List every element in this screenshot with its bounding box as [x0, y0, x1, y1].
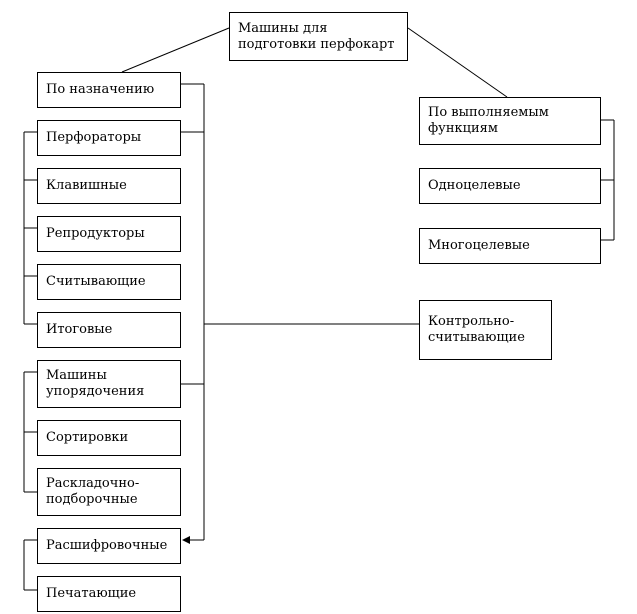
sorters-node: Сортировки: [37, 420, 181, 456]
interpreters-node: Расшифровочные: [37, 528, 181, 564]
printers-node: Печатающие: [37, 576, 181, 612]
perforators-node: Перфораторы: [37, 120, 181, 156]
by-function-node: По выполняемым функциям: [419, 97, 601, 145]
single-purpose-node: Одноцелевые: [419, 168, 601, 204]
ordering-node: Машины упорядочения: [37, 360, 181, 408]
by-purpose-node: По назначению: [37, 72, 181, 108]
keyboard-node: Клавишные: [37, 168, 181, 204]
root-node: Машины для подготовки перфокарт: [229, 12, 408, 61]
summary-node: Итоговые: [37, 312, 181, 348]
control-reading-node: Контрольно- считывающие: [419, 300, 552, 360]
collators-node: Раскладочно- подборочные: [37, 468, 181, 516]
readers-node: Считывающие: [37, 264, 181, 300]
multi-purpose-node: Многоцелевые: [419, 228, 601, 264]
reproducers-node: Репродукторы: [37, 216, 181, 252]
